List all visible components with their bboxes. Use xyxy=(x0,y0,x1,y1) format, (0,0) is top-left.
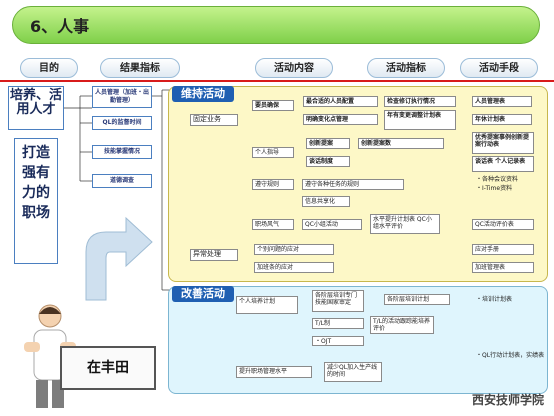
yearly-check-box: 年有变更调整计划表 xyxy=(384,110,456,130)
header-method: 活动手段 xyxy=(460,58,538,78)
create-proposal-label: 创新提案 xyxy=(309,140,334,147)
tl-system-box: T/L制 xyxy=(312,318,364,329)
header-goal: 目的 xyxy=(20,58,78,78)
improve-tab: 改善活动 xyxy=(172,286,234,302)
personal-guide-box: 个人指导 xyxy=(252,147,294,158)
ql-plan-text: ・QL行动计划表，实绩表 xyxy=(476,352,545,359)
proper-staff-label: 最合适的人员配置 xyxy=(306,98,355,105)
reduce-ql-box: 减少QL加入生产线的时间 xyxy=(324,362,382,382)
level-plan-box: 水平提升计划表 QC小组水平评价 xyxy=(370,214,440,234)
tl-eval-box: T/L的活动跟踪能培养评价 xyxy=(370,316,434,334)
header-content: 活动内容 xyxy=(255,58,333,78)
result-item: 技能掌握情况 xyxy=(92,145,152,159)
create-proposal-count-label: 创新提案数 xyxy=(361,140,392,147)
goal-box: 培养、活用人才 xyxy=(8,86,64,130)
reply-manual-box: 应对手册 xyxy=(472,244,534,255)
proposal-tools-label: 优秀提案事例创新提案行动表 xyxy=(475,134,530,148)
clear-change-label: 明确变化点管理 xyxy=(306,116,349,123)
result-item: 人员管理（加班・出勤管理） xyxy=(92,86,152,108)
comply-rules-box: 遵守规则 xyxy=(252,179,294,190)
proper-staff-box: 最合适的人员配置 xyxy=(303,96,378,107)
maintain-tab: 维持活动 xyxy=(172,86,234,102)
talk-records-label: 谈话表 个人记录表 xyxy=(475,158,526,165)
result-item: 道德调查 xyxy=(92,174,152,188)
create-proposal-count-box: 创新提案数 xyxy=(358,138,444,149)
qc-table-box: QC活动评价表 xyxy=(472,219,534,230)
improve-mgmt-box: 提升职场管理水平 xyxy=(236,366,312,378)
training-table-text: ・培训计划表 xyxy=(476,296,513,303)
clear-change-box: 明确变化点管理 xyxy=(303,114,378,125)
personal-issues-box: 个别问题的应对 xyxy=(254,244,334,255)
result-item: QL的监督时间 xyxy=(92,116,152,130)
toyota-sign: 在丰田 xyxy=(60,346,156,390)
meeting-material-text: ・各种会议资料 xyxy=(476,176,519,183)
itime-text: ・I-Time资料 xyxy=(476,185,513,192)
proposal-tools-box: 优秀提案事例创新提案行动表 xyxy=(472,132,534,154)
training-plan-box: 各阶层培训专门技能国家审定 xyxy=(312,290,364,312)
curved-arrow-icon xyxy=(85,216,153,301)
check-revise-label: 检查修订执行情况 xyxy=(387,98,436,105)
divider-line xyxy=(0,80,554,82)
talk-system-box: 谈话制度 xyxy=(306,156,350,167)
overtime-table-box: 加班管理表 xyxy=(472,262,534,273)
workplace-goal-box: 打造强有力的职场 xyxy=(14,138,58,264)
talk-system-label: 谈话制度 xyxy=(309,158,334,165)
header-result: 结果指标 xyxy=(100,58,180,78)
staff-table-box: 人员管理表 xyxy=(472,96,532,107)
staff-table-label: 人员管理表 xyxy=(475,98,506,105)
title-banner xyxy=(12,6,540,44)
qc-activity-box: QC小组活动 xyxy=(302,219,362,230)
overtime-response-box: 加班条的应对 xyxy=(254,262,334,273)
create-proposal-box: 创新提案 xyxy=(306,138,350,149)
workplace-box: 职场风气 xyxy=(252,219,294,230)
check-revise-box: 检查修订执行情况 xyxy=(384,96,456,107)
personnel-assign-label: 要员确保 xyxy=(255,102,280,109)
annual-plan-label: 年休计划表 xyxy=(475,116,506,123)
info-share-box: 信息共享化 xyxy=(302,196,350,207)
page-title: 6、人事 xyxy=(30,17,90,36)
comply-rules-detail-box: 遵守各种任务的规则 xyxy=(302,179,404,190)
training-count-box: 各阶层培训计划 xyxy=(384,294,450,305)
personal-plan-box: 个人培养计划 xyxy=(236,296,298,314)
annual-plan-box: 年休计划表 xyxy=(472,114,532,125)
abnormal-box: 异常处理 xyxy=(190,249,238,261)
fixed-work-box: 固定业务 xyxy=(190,114,238,126)
watermark: 西安技师学院 xyxy=(471,393,544,407)
yearly-check-label: 年有变更调整计划表 xyxy=(387,112,442,119)
header-indicator: 活动指标 xyxy=(367,58,445,78)
ojt-box: ・OJT xyxy=(312,336,364,346)
personnel-assign-box: 要员确保 xyxy=(252,100,294,111)
talk-records-box: 谈话表 个人记录表 xyxy=(472,156,534,172)
